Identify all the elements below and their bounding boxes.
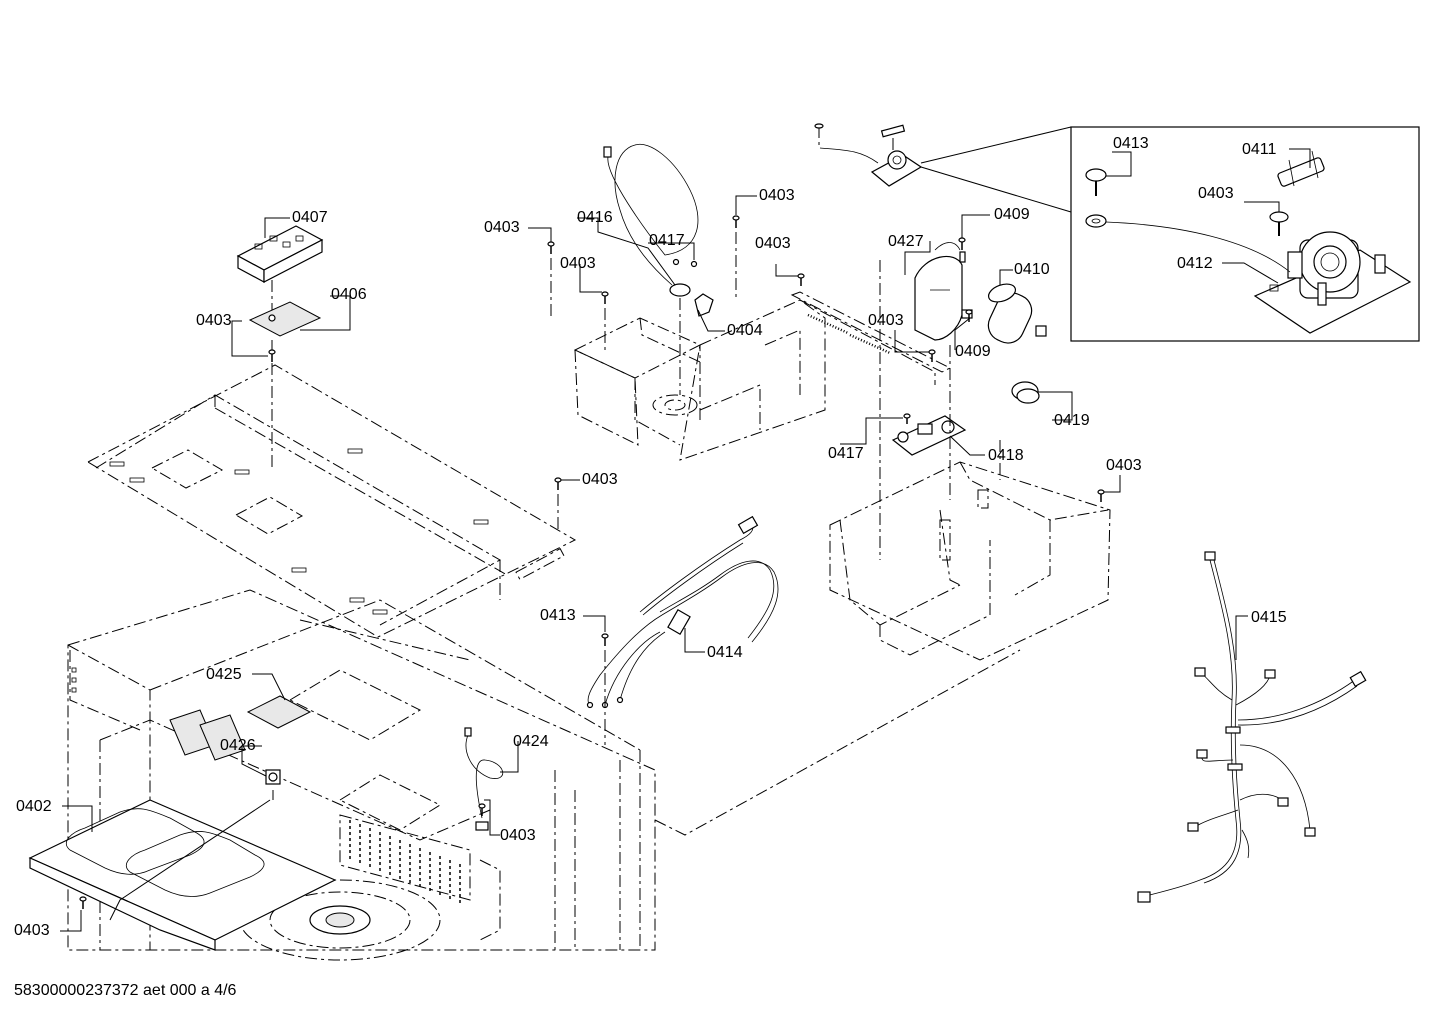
screw-0403-e — [732, 215, 740, 300]
part-label-0406: 0406 — [331, 286, 367, 303]
part-label-0403: 0403 — [1106, 457, 1142, 474]
part-label-0403: 0403 — [500, 827, 536, 844]
screw-0403-c — [547, 241, 555, 320]
part-label-0403: 0403 — [755, 235, 791, 252]
part-label-0424: 0424 — [513, 733, 549, 750]
leader-lines — [60, 195, 1248, 932]
part-label-0403: 0403 — [484, 219, 520, 236]
part-label-0403: 0403 — [582, 471, 618, 488]
sensor-0426 — [265, 769, 281, 800]
screw-0403-i — [554, 477, 562, 530]
power-cord-0414 — [586, 515, 779, 709]
shield-sheet-0425 — [246, 695, 312, 729]
screw-0403-h — [1097, 489, 1105, 502]
screw-0413-b — [601, 633, 609, 745]
screw-0409-b — [965, 309, 973, 322]
wiring-harness-0415 — [1137, 551, 1367, 903]
fuse-assembly — [814, 123, 923, 187]
part-label-0407: 0407 — [292, 209, 328, 226]
part-label-0416: 0416 — [577, 209, 613, 226]
document-number: 58300000237372 aet 000 a 4/6 — [14, 982, 237, 999]
capacitor-0410 — [987, 283, 1047, 344]
part-label-0403: 0403 — [560, 255, 596, 272]
rotary-knob-0419 — [1011, 381, 1040, 404]
fuse-holder-0412-detail — [1253, 231, 1412, 334]
part-label-0403: 0403 — [14, 922, 50, 939]
sensor-with-wire-0416 — [603, 143, 714, 395]
part-label-0409: 0409 — [955, 343, 991, 360]
sensor-wire-0424 — [464, 727, 503, 831]
screw-0403-detail — [1269, 211, 1289, 236]
detail-inset — [920, 126, 1420, 342]
part-label-0403: 0403 — [196, 312, 232, 329]
part-label-0418: 0418 — [988, 447, 1024, 464]
screw-0409-a — [958, 237, 966, 250]
air-duct-bracket — [573, 299, 826, 461]
part-label-0403: 0403 — [868, 312, 904, 329]
screw-0403-d — [601, 291, 609, 350]
part-label-0427: 0427 — [888, 233, 924, 250]
fan-shroud-0427 — [914, 242, 973, 341]
part-label-0402: 0402 — [16, 798, 52, 815]
part-label-0417: 0417 — [649, 232, 685, 249]
relay-board-0407 — [236, 225, 324, 310]
top-cover-panel — [86, 364, 577, 638]
part-label-0404: 0404 — [727, 322, 763, 339]
part-label-0413: 0413 — [1113, 135, 1149, 152]
vent-strip — [790, 291, 952, 385]
screw-0403-f — [797, 273, 805, 286]
part-label-0403: 0403 — [759, 187, 795, 204]
insulation-sheet-0406 — [248, 301, 322, 470]
part-label-0425: 0425 — [206, 666, 242, 683]
fuse-0411-detail — [1277, 150, 1325, 187]
screw-0403-g — [928, 349, 936, 362]
part-label-0410: 0410 — [1014, 261, 1050, 278]
mounting-bracket — [829, 461, 1111, 661]
part-label-0417: 0417 — [828, 445, 864, 462]
control-board-0418 — [891, 413, 967, 456]
part-label-0411: 0411 — [1242, 141, 1277, 158]
part-label-0414: 0414 — [707, 644, 743, 661]
tray-0402 — [28, 799, 337, 951]
screw-0413-detail — [1085, 168, 1291, 273]
part-label-0413: 0413 — [540, 607, 576, 624]
part-label-0419: 0419 — [1054, 412, 1090, 429]
part-label-0403: 0403 — [1198, 185, 1234, 202]
part-label-0415: 0415 — [1251, 609, 1287, 626]
part-label-0409: 0409 — [994, 206, 1030, 223]
part-label-0426: 0426 — [220, 737, 256, 754]
part-label-0412: 0412 — [1177, 255, 1213, 272]
